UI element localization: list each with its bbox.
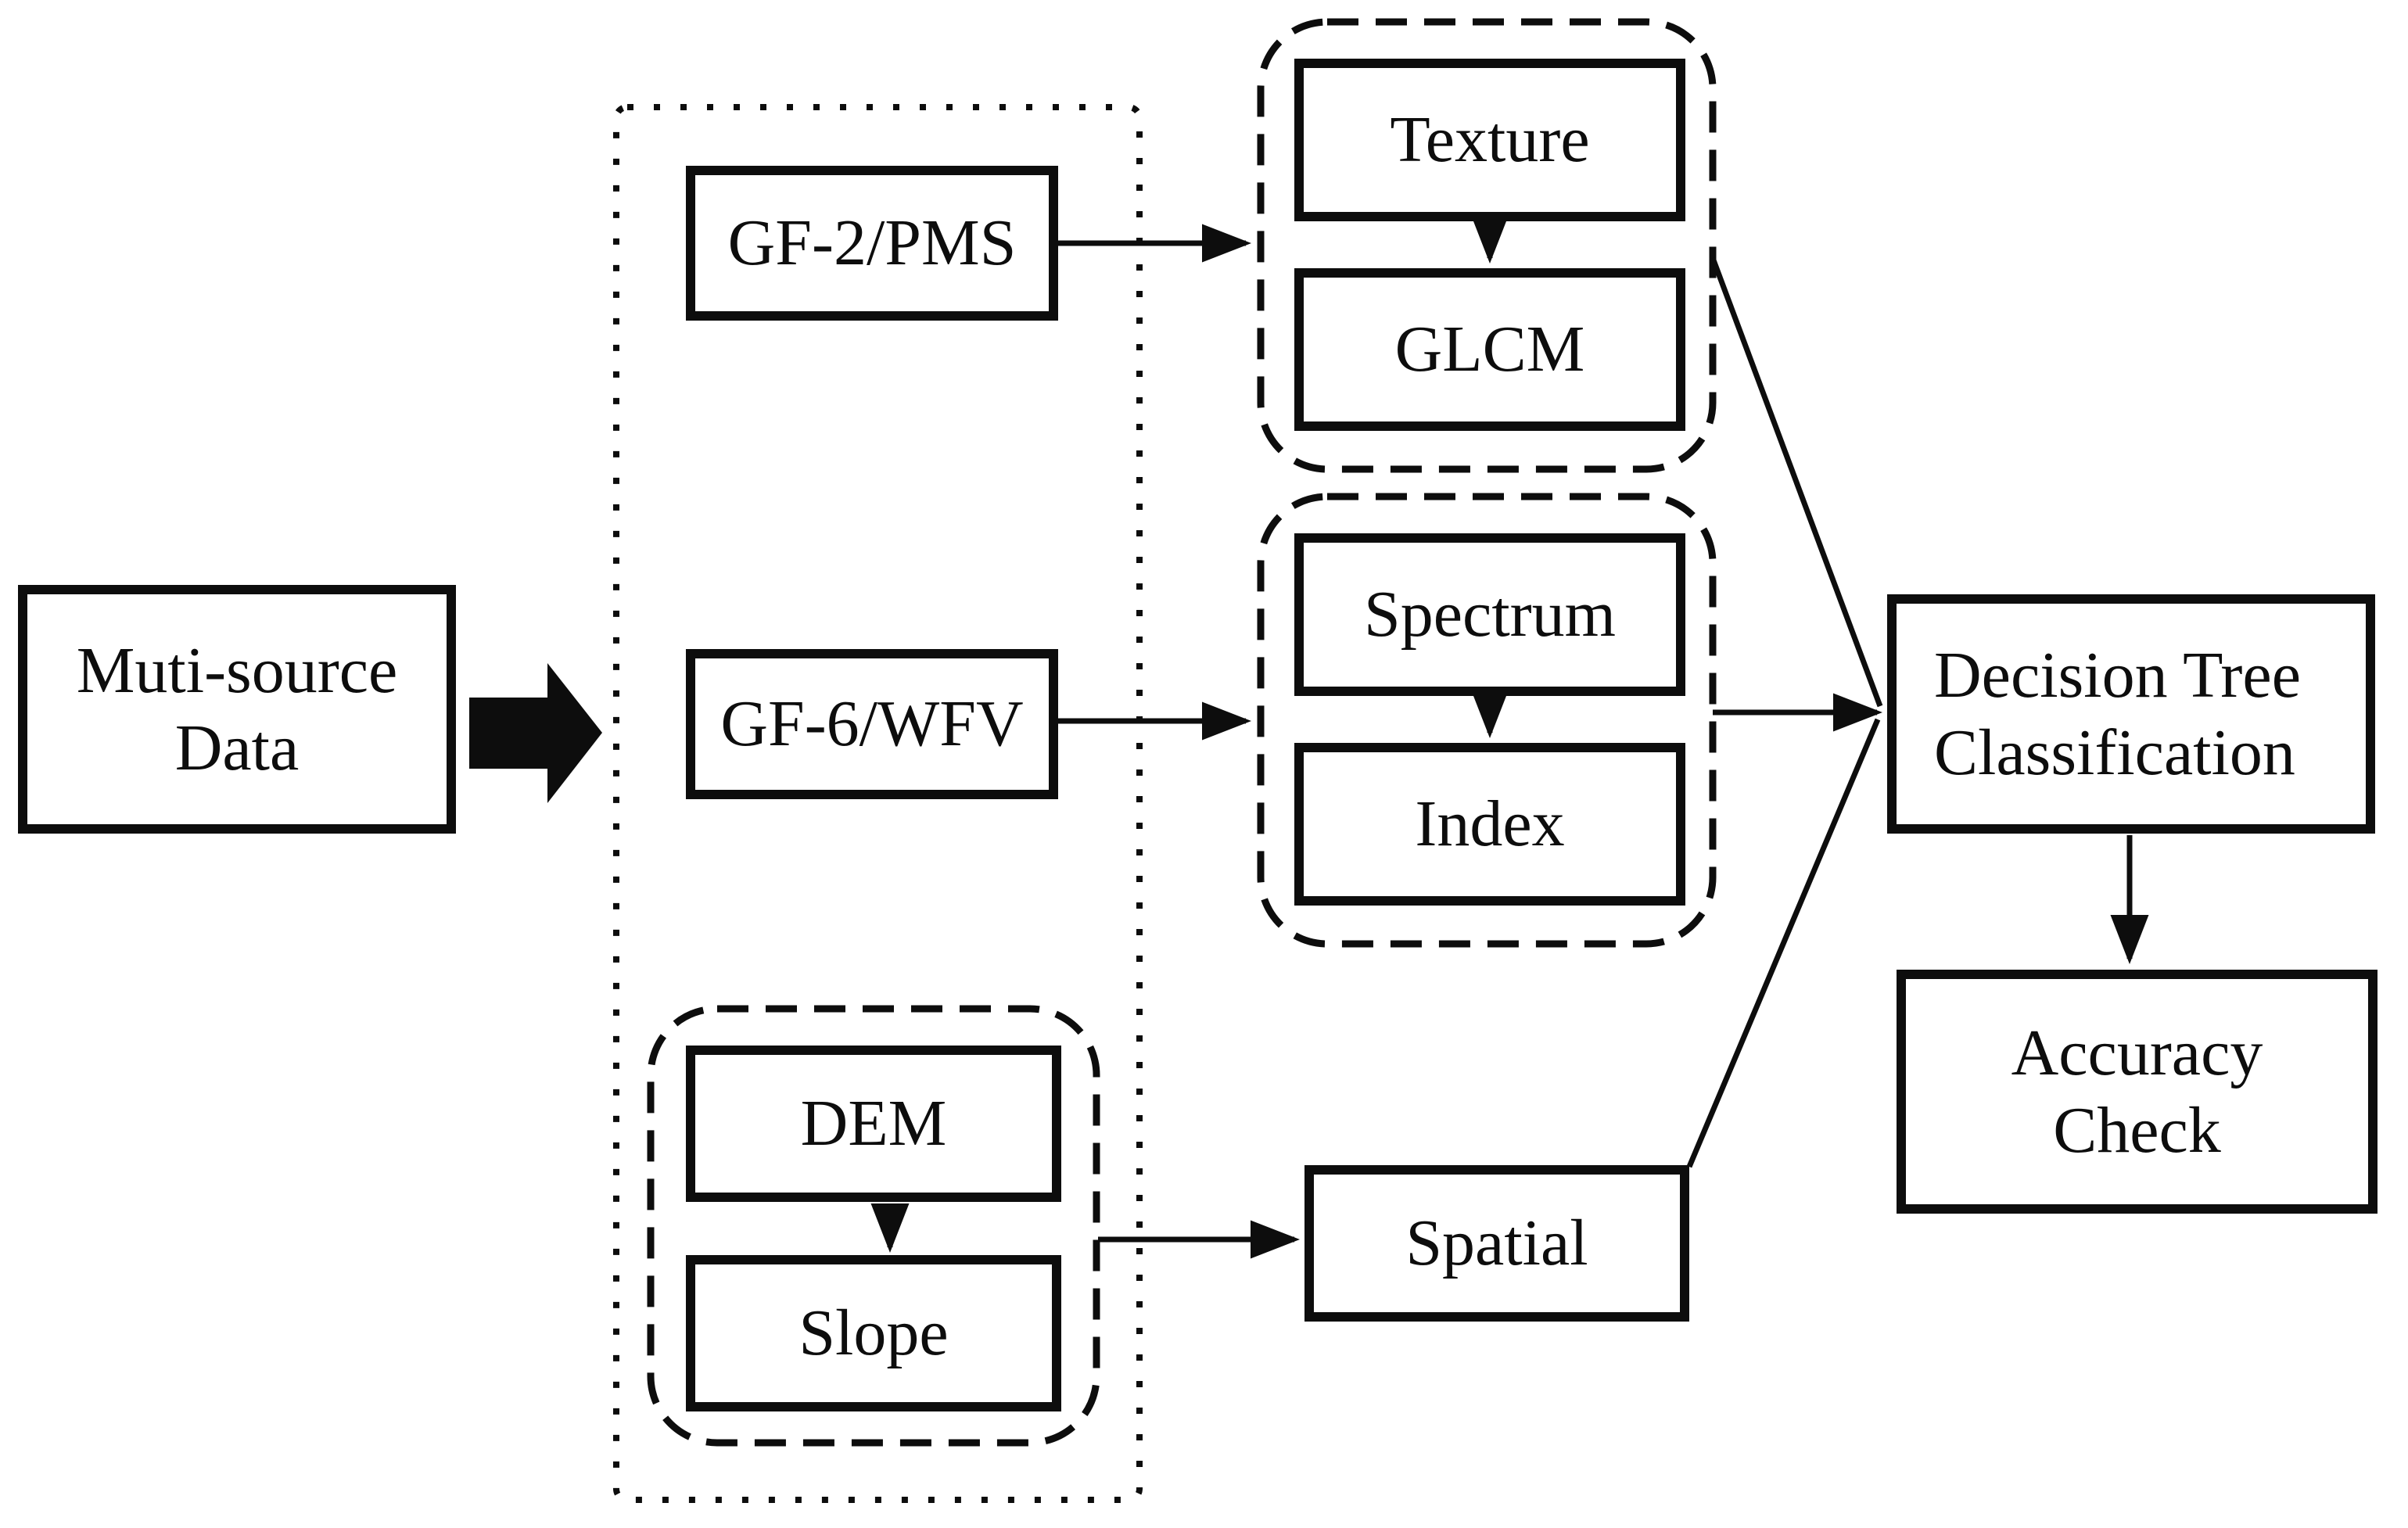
multi-source-to-inputs-arrow — [469, 663, 602, 803]
line-texture-group-to-decision — [1710, 256, 1883, 708]
node-slope: Slope — [686, 1255, 1061, 1411]
node-decision-tree-classification: Decision Tree Classification — [1887, 594, 2375, 834]
node-gf2-pms: GF-2/PMS — [686, 166, 1058, 321]
node-glcm-label: GLCM — [1394, 313, 1585, 386]
node-slope-label: Slope — [798, 1297, 949, 1370]
node-texture-label: Texture — [1390, 103, 1590, 177]
node-spatial: Spatial — [1304, 1165, 1689, 1322]
dem-slope-group-border — [647, 1005, 1100, 1447]
node-glcm: GLCM — [1294, 268, 1685, 431]
texture-glcm-group-border — [1257, 18, 1717, 473]
node-decision-tree-classification-label: Decision Tree Classification — [1934, 638, 2301, 789]
node-spectrum: Spectrum — [1294, 533, 1685, 696]
node-accuracy-check-label: Accuracy Check — [2011, 1016, 2263, 1167]
line-spatial-to-decision — [1686, 718, 1881, 1168]
node-gf6-wfv-label: GF-6/WFV — [720, 687, 1024, 761]
spectrum-index-group-border — [1257, 493, 1717, 948]
node-multi-source-data: Muti-source Data — [18, 585, 456, 834]
node-index-label: Index — [1415, 787, 1565, 861]
node-dem-label: DEM — [800, 1087, 947, 1160]
node-gf2-pms-label: GF-2/PMS — [727, 206, 1017, 280]
node-index: Index — [1294, 743, 1685, 906]
node-spectrum-label: Spectrum — [1364, 578, 1616, 651]
node-spatial-label: Spatial — [1405, 1207, 1588, 1280]
node-multi-source-data-label: Muti-source Data — [76, 633, 398, 784]
node-accuracy-check: Accuracy Check — [1897, 970, 2377, 1214]
node-dem: DEM — [686, 1046, 1061, 1202]
node-texture: Texture — [1294, 59, 1685, 221]
multi-source-input-group-border — [613, 104, 1143, 1503]
node-gf6-wfv: GF-6/WFV — [686, 649, 1058, 799]
